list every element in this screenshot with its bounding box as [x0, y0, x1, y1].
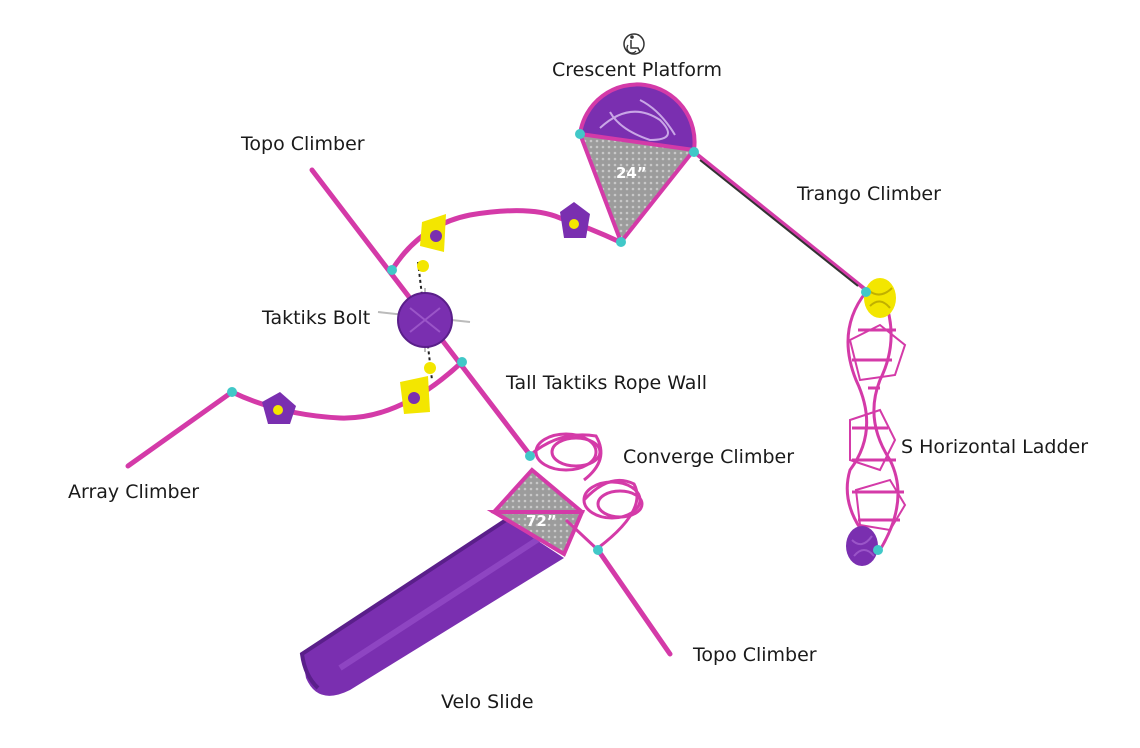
taktiks-hold-purple-1: [560, 202, 590, 238]
ladder-yellow-hold: [864, 278, 896, 318]
velo-slide: [299, 518, 564, 696]
converge-climber: [529, 432, 644, 550]
label-array-climber: Array Climber: [68, 481, 200, 503]
taktiks-bolt: [377, 288, 471, 352]
label-taktiks-bolt: Taktiks Bolt: [262, 307, 371, 329]
label-topo-climber-bottom: Topo Climber: [693, 644, 817, 666]
rope-knot-yellow-1: [417, 260, 429, 272]
label-trango-climber: Trango Climber: [797, 183, 941, 205]
rope-wall-rope: [417, 261, 433, 381]
taktiks-hold-yellow-1: [420, 214, 446, 252]
ladder-purple-hold: [846, 526, 878, 566]
taktiks-hold-purple-2: [262, 392, 296, 424]
wheelchair-accessible-icon: [623, 33, 645, 55]
label-crescent-platform: Crescent Platform: [552, 59, 723, 81]
crescent-platform: 24”: [576, 82, 698, 246]
connectors: [227, 129, 883, 555]
converge-deck-height: 72”: [526, 512, 557, 530]
s-horizontal-ladder: [845, 291, 907, 552]
taktiks-hold-yellow-2: [400, 376, 430, 414]
rope-knot-yellow-2: [424, 362, 436, 374]
label-converge-climber: Converge Climber: [623, 446, 795, 468]
converge-deck: 72”: [486, 467, 600, 557]
label-s-horizontal-ladder: S Horizontal Ladder: [901, 436, 1089, 458]
trango-climber: [692, 150, 868, 292]
label-velo-slide: Velo Slide: [441, 691, 534, 713]
topo-climber-bottom-rail: [595, 547, 673, 657]
label-tall-taktiks-rope-wall: Tall Taktiks Rope Wall: [506, 372, 708, 394]
array-climber-rail: [125, 389, 235, 469]
label-topo-climber-top: Topo Climber: [241, 133, 365, 155]
crescent-deck-height: 24”: [616, 164, 647, 182]
